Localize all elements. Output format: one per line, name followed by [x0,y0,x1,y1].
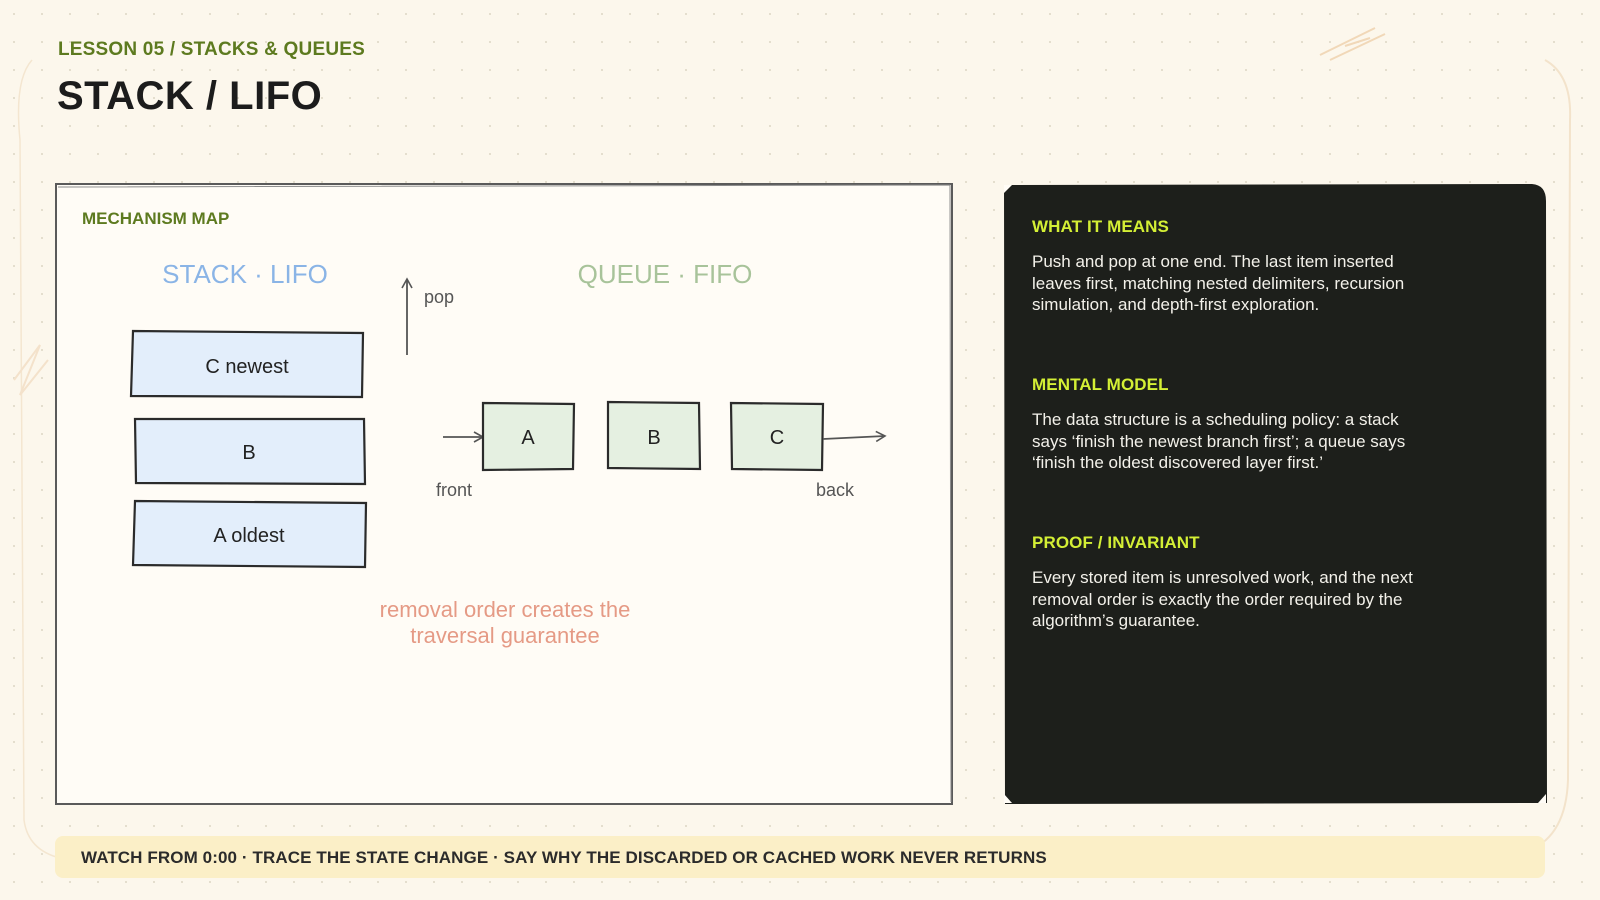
stack-item-b: B [133,417,367,486]
explanation-panel-background [1004,184,1547,804]
mechanism-diagram: STACK · LIFO C newest B A oldest pop QUE… [129,259,887,648]
queue-front-label: front [436,480,472,500]
explanation-panel: WHAT IT MEANS Push and pop at one end. T… [1002,183,1547,805]
queue-back-label: back [816,480,855,500]
queue-item-label: B [647,427,660,449]
queue-item-label: C [770,427,784,449]
what-it-means-heading: WHAT IT MEANS [1032,217,1169,236]
mental-model-body: The data structure is a scheduling polic… [1032,410,1406,472]
queue-item-a: A [481,401,576,472]
queue-item-b: B [606,400,702,471]
queue-item-label: A [521,427,535,449]
page-title: STACK / LIFO [57,74,323,118]
footer-instruction-text: WATCH FROM 0:00 · TRACE THE STATE CHANGE… [81,848,1047,867]
mental-model-section: MENTAL MODEL The data structure is a sch… [1032,375,1432,474]
queue-title: QUEUE · FIFO [578,259,753,289]
stack-title: STACK · LIFO [162,259,328,289]
stack-item-label: B [242,442,255,464]
lesson-eyebrow: LESSON 05 / STACKS & QUEUES [58,39,365,60]
panel-frame [55,183,953,805]
footer-instruction-bar: WATCH FROM 0:00 · TRACE THE STATE CHANGE… [55,836,1545,878]
queue-item-c: C [729,401,825,472]
stack-item-a-oldest: A oldest [131,499,368,569]
proof-invariant-section: PROOF / INVARIANT Every stored item is u… [1032,533,1432,632]
proof-invariant-heading: PROOF / INVARIANT [1032,533,1200,552]
mechanism-map-label: MECHANISM MAP [82,209,230,228]
what-it-means-section: WHAT IT MEANS Push and pop at one end. T… [1032,217,1432,316]
stack-item-label: C newest [205,356,289,378]
what-it-means-body: Push and pop at one end. The last item i… [1032,252,1405,314]
proof-invariant-body: Every stored item is unresolved work, an… [1032,568,1413,630]
stack-item-c-newest: C newest [129,329,365,399]
stack-item-label: A oldest [213,525,285,547]
queue-dequeue-arrow [822,430,887,443]
diagram-caption-line-2: traversal guarantee [410,623,600,648]
diagram-caption-line-1: removal order creates the [380,597,631,622]
mechanism-map-panel: MECHANISM MAP STACK · LIFO C newest B A … [55,183,953,805]
pop-label: pop [424,287,454,307]
mental-model-heading: MENTAL MODEL [1032,375,1169,394]
